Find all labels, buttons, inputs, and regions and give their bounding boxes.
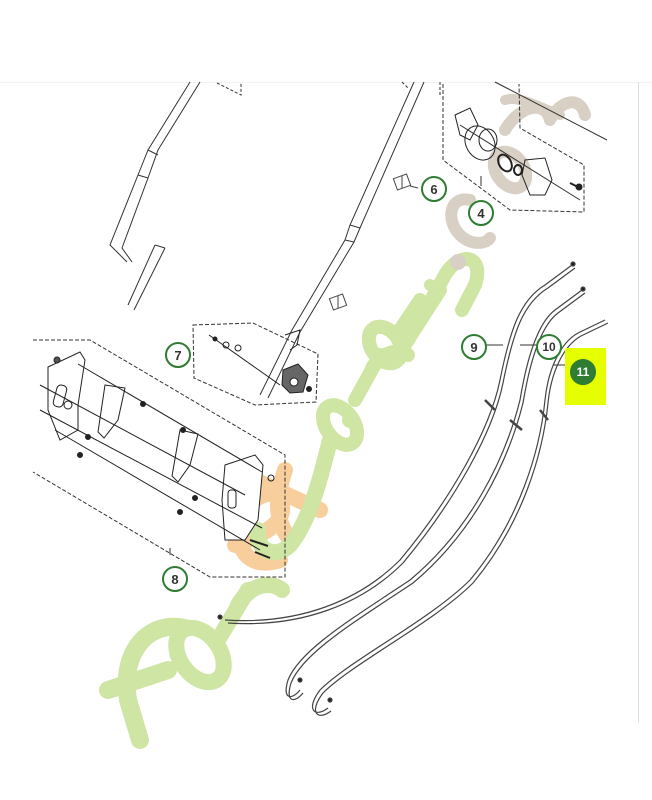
callout-4[interactable]: 4 <box>468 200 494 226</box>
cables <box>217 261 609 716</box>
watermark-i <box>393 293 427 337</box>
part-7-components <box>208 329 312 394</box>
callout-7[interactable]: 7 <box>165 342 191 368</box>
callout-10[interactable]: 10 <box>536 334 562 360</box>
left-handle-tube <box>109 81 201 311</box>
top-border <box>0 82 652 83</box>
watermark-f <box>99 617 194 749</box>
watermark-r <box>210 577 290 648</box>
watermark-j <box>249 432 338 561</box>
callout-9[interactable]: 9 <box>461 334 487 360</box>
part-8-components <box>39 351 275 559</box>
part-8-box <box>32 339 286 578</box>
part-4-components <box>454 107 583 196</box>
part-6-clip <box>328 173 419 311</box>
left-handle-dashed <box>216 82 242 96</box>
watermark-o2 <box>487 145 533 195</box>
watermark-c <box>445 193 496 249</box>
right-border <box>638 82 639 722</box>
part-4-box <box>442 83 585 213</box>
callout-11[interactable]: 11 <box>570 359 596 385</box>
right-handle-tube <box>259 81 425 399</box>
watermark-n <box>413 252 485 327</box>
part-7-box <box>192 322 319 406</box>
callout-6[interactable]: 6 <box>421 176 447 202</box>
watermark-dot <box>450 254 466 270</box>
callout-8[interactable]: 8 <box>162 566 188 592</box>
watermark-a <box>315 398 365 452</box>
